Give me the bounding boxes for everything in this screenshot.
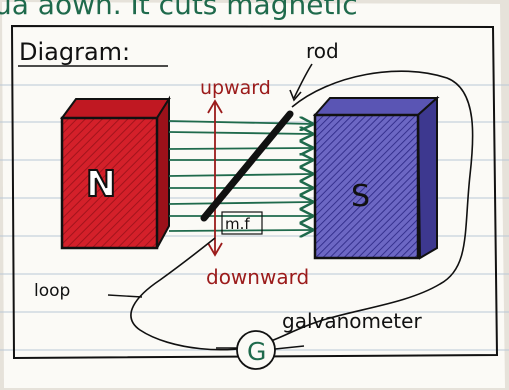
field-line	[168, 132, 312, 134]
galvanometer-symbol	[236, 330, 276, 370]
loop-pointer-line	[107, 294, 143, 298]
magnetic-field-lines	[168, 121, 312, 231]
north-magnet	[60, 95, 171, 250]
upward-label: upward	[200, 77, 271, 99]
header-text-fragment: ua aown. It cuts magnetic	[0, 0, 358, 21]
mf-label: m.f	[225, 215, 250, 233]
south-magnet	[312, 95, 440, 260]
loop-label: loop	[34, 281, 70, 301]
motion-arrow	[207, 99, 223, 257]
conducting-rod	[200, 110, 294, 222]
mf-label-box	[221, 211, 263, 235]
field-line	[168, 230, 312, 231]
field-line	[168, 121, 312, 124]
loop-wire	[130, 70, 474, 351]
galvanometer-label: galvanometer	[282, 309, 422, 333]
galvanometer-wire-right	[274, 345, 305, 350]
downward-label: downward	[206, 265, 309, 289]
south-pole-label: S	[351, 179, 370, 214]
rod-label: rod	[306, 39, 339, 63]
rod-pointer-line	[293, 63, 313, 99]
rod-pointer-arrowhead	[289, 89, 302, 102]
diagram-title: Diagram:	[19, 38, 130, 66]
north-pole-label: N	[86, 164, 116, 205]
field-line	[168, 148, 312, 149]
field-line	[168, 202, 312, 204]
galvanometer-symbol-letter: G	[247, 337, 266, 366]
diagram-frame	[10, 24, 499, 360]
